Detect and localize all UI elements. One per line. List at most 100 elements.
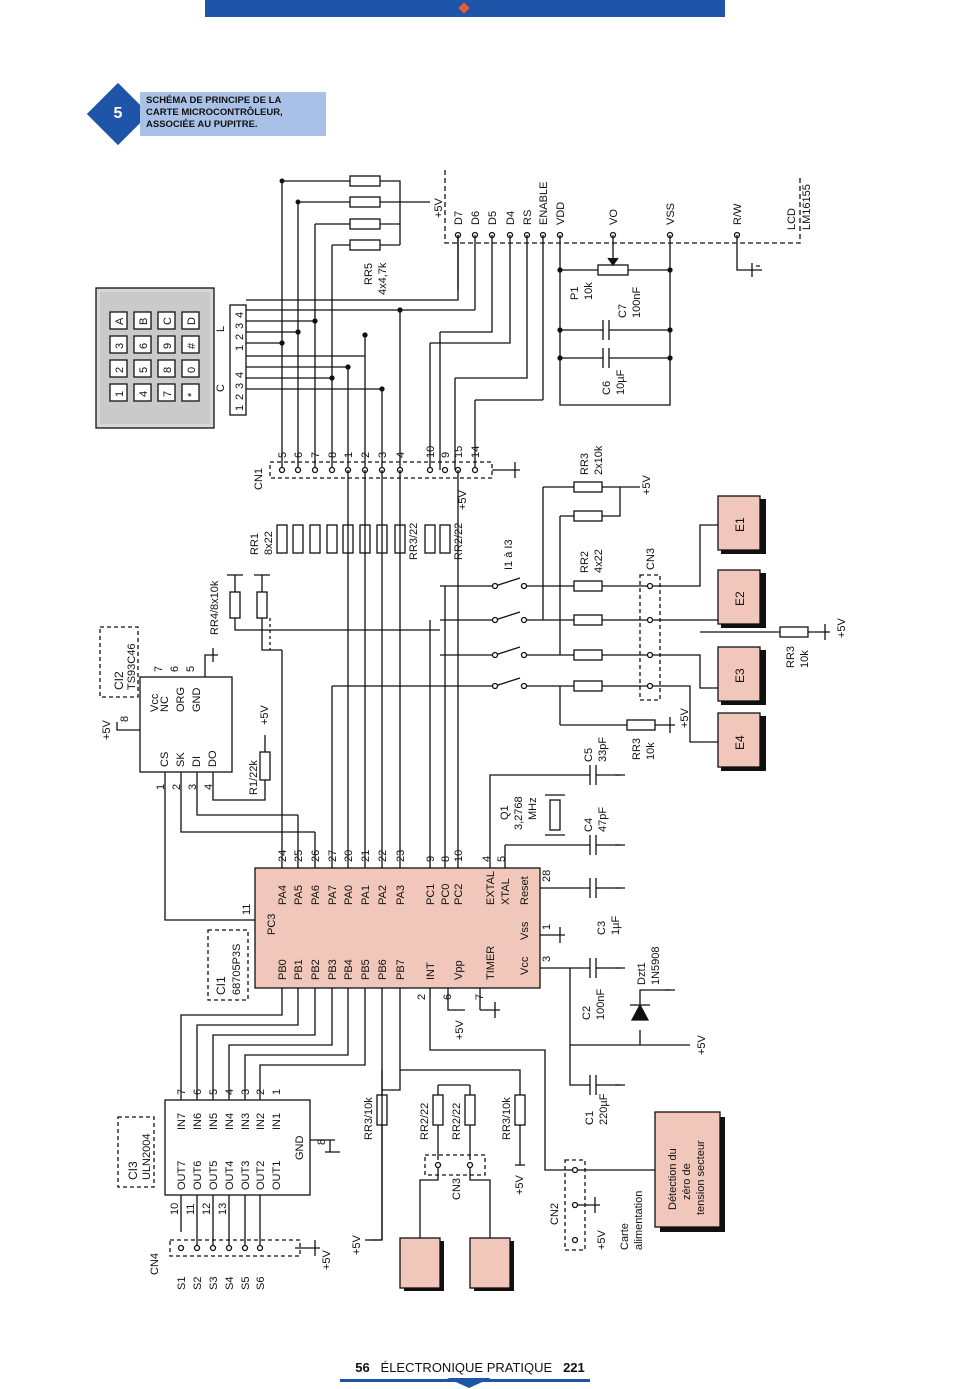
ci1-pin-name: TIMER — [485, 946, 497, 980]
keypad-key-label: 7 — [162, 391, 174, 397]
ci2-pin-name: CS — [159, 752, 171, 767]
ci3-pin-number: 1 — [271, 1089, 283, 1095]
ci1-pin-number: 26 — [310, 850, 322, 862]
cn3-ref: CN3 — [645, 548, 657, 570]
ci1-pin-name: XTAL — [500, 878, 512, 905]
keypad-c-pin: 4 — [234, 372, 246, 378]
caption-line-3: ASSOCIÉE AU PUPITRE. — [146, 119, 258, 130]
rr3-vplus-label: +5V — [641, 474, 653, 495]
cn1-pin — [441, 466, 449, 474]
keypad-key-label: 6 — [138, 343, 150, 349]
switch-block: I1 à I3 RR2 4x22 RR3 2x10k +5V CN3 RR3 1… — [332, 445, 848, 760]
keypad-key-label: 8 — [162, 367, 174, 373]
keypad-key-label: D — [186, 317, 198, 325]
ci1-pin-name: PA6 — [310, 885, 322, 905]
ci1-pin-number: 8 — [440, 856, 452, 862]
ci1-pin-number: 27 — [327, 850, 339, 862]
ci3-pin-number: 12 — [201, 1203, 213, 1215]
p1-ref: P1 — [569, 287, 581, 300]
lcd-part: LM16155 — [801, 184, 813, 230]
ci2-pin-number: 1 — [155, 784, 167, 790]
caption-line-1: SCHÉMA DE PRINCIPE DE LA — [146, 95, 282, 106]
bus-wires — [246, 178, 671, 470]
ci1-pin-number: 21 — [360, 850, 372, 862]
ci2-pin-name: Vcc — [149, 693, 161, 712]
rr2-22-ref: RR2/22 — [453, 523, 465, 560]
lcd-pin-label: R/W — [732, 203, 744, 225]
keypad-c-pin: 1 — [234, 405, 246, 411]
keypad-key — [157, 335, 176, 354]
carte-alim-line-1: Carte — [619, 1223, 631, 1250]
keypad-l-pin: 2 — [234, 334, 246, 340]
ci1-pin-name: Vpp — [453, 960, 465, 980]
ci2-pin-number: 5 — [185, 666, 197, 672]
ci1-pin-name: PB6 — [377, 959, 389, 980]
e-blocks: E1 E2 E3 E4 — [717, 495, 766, 771]
ci3-pin-name: OUT3 — [240, 1161, 252, 1190]
rr1-resistor — [424, 524, 436, 554]
c7-ref: C7 — [617, 304, 629, 318]
p1-value: 10k — [583, 282, 595, 300]
ci1-pin-name: PB7 — [395, 959, 407, 980]
ci3-pin-number: 10 — [169, 1203, 181, 1215]
c4-value: 47pF — [597, 807, 609, 832]
c6-value: 10µF — [615, 369, 627, 395]
ci2-pin-name: SK — [175, 752, 187, 767]
ci2-part: TS93C46 — [126, 644, 138, 690]
ci2-pin-name: DO — [207, 750, 219, 767]
keypad-key — [133, 335, 152, 354]
cn4-pin-label: S5 — [240, 1277, 252, 1290]
cn1-pin-number: 10 — [425, 446, 437, 458]
rr1-ref: RR1 — [249, 533, 261, 555]
rr3-2x10k-ref: RR3 — [579, 453, 591, 475]
zero-detect-line-3: tension secteur — [695, 1140, 707, 1215]
ci1-pin-number: 9 — [425, 856, 437, 862]
ci1-pin-name: PB0 — [277, 959, 289, 980]
lcd-label: LCD — [786, 208, 798, 230]
cn4-pin-label: S2 — [192, 1277, 204, 1290]
lcd-pin-label: VO — [608, 209, 620, 225]
keypad-key — [133, 383, 152, 402]
ci3-pin-number: 2 — [255, 1089, 267, 1095]
cn1-pin-number: 1 — [343, 452, 355, 458]
r1-ref: R1/22k — [248, 760, 260, 795]
ci2-pin-number: 7 — [153, 666, 165, 672]
cn3-low-ref: CN3 — [451, 1178, 463, 1200]
c6-ref: C6 — [601, 381, 613, 395]
rr3-10k-a-value: 10k — [799, 650, 811, 668]
rr1-resistor — [276, 524, 288, 554]
rr4-resistor-network: RR4/8x10k — [209, 574, 440, 651]
ci3-pin-name: OUT7 — [176, 1161, 188, 1190]
footer-issue: 221 — [563, 1360, 585, 1375]
ci3-pin-number: 7 — [176, 1089, 188, 1095]
ci1-pin-name: PA4 — [277, 885, 289, 905]
switches-label: I1 à I3 — [503, 539, 515, 570]
c4-ref: C4 — [583, 818, 595, 832]
ci3-pin-name: GND — [294, 1136, 306, 1161]
keypad-key — [109, 359, 128, 378]
cn1-pin — [278, 466, 286, 474]
rr5-vplus-label: +5V — [433, 197, 445, 218]
rr1-value: 8x22 — [263, 531, 275, 555]
rr2-22-low-a-ref: RR2/22 — [419, 1103, 431, 1140]
caption-line-2: CARTE MICROCONTRÔLEUR, — [146, 107, 283, 118]
q1-ref: Q1 — [499, 805, 511, 820]
ci3-pin-name: IN1 — [271, 1113, 283, 1130]
ci1-pin-name: INT — [425, 962, 437, 980]
rr3-10k-b-value: 10k — [645, 742, 657, 760]
keypad-key-label: 1 — [114, 391, 126, 397]
pb-wires: +5V RR3/10k RR2/22 RR2/22 RR3/10k +5V CN… — [180, 988, 526, 1291]
cn1-pin — [294, 466, 302, 474]
ci2-pin-number: 8 — [119, 716, 131, 722]
e1-label: E1 — [733, 517, 747, 532]
c2-value: 100nF — [595, 989, 607, 1020]
ci1-pin-number: 22 — [377, 850, 389, 862]
ci3-pin-name: OUT2 — [255, 1161, 267, 1190]
ci3-pin-name: OUT5 — [208, 1161, 220, 1190]
ci2-pin-name: ORG — [175, 687, 187, 712]
keypad-key — [157, 311, 176, 330]
ci2-pin-name: DI — [191, 756, 203, 767]
